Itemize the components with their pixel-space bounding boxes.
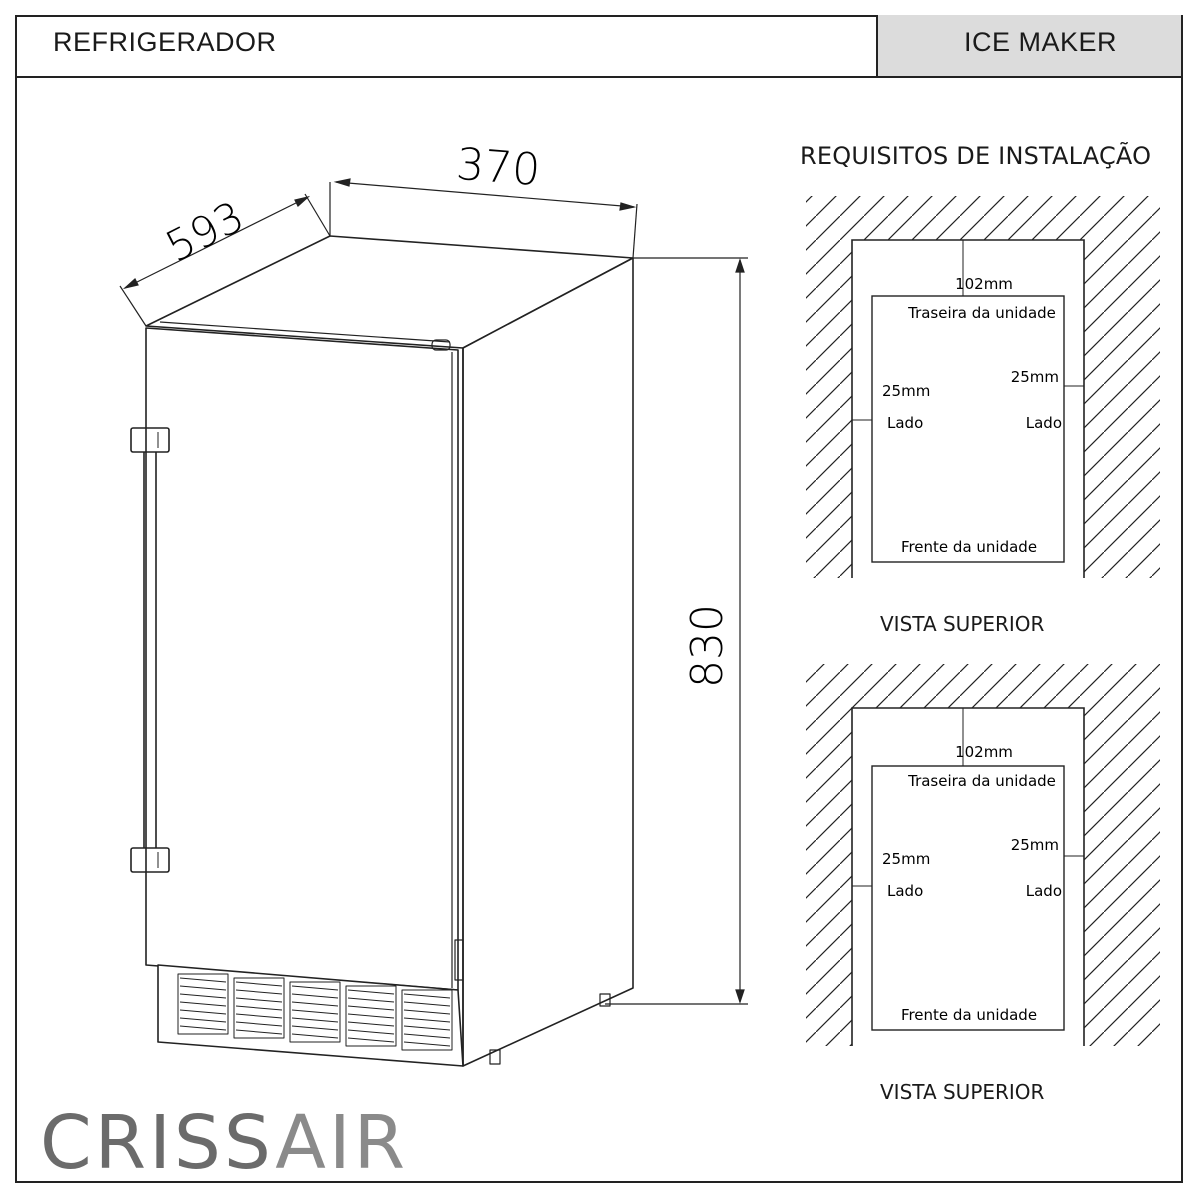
left-gap-label-1: 25mm [882, 382, 930, 400]
ice-maker-drawing [130, 235, 634, 1067]
unit-outline-2 [871, 765, 1065, 1031]
title-block: REFRIGERADOR ICE MAKER [15, 15, 1183, 78]
right-side-label-1: Lado [1026, 414, 1062, 432]
vent-grill [177, 973, 453, 1051]
category-title: REFRIGERADOR [53, 27, 277, 57]
back-label-2: Traseira da unidade [907, 772, 1056, 790]
width-dimension: 370 [454, 139, 542, 196]
top-view-1 [806, 196, 1160, 578]
top-view-caption-1: VISTA SUPERIOR [880, 612, 1045, 636]
right-side-label-2: Lado [1026, 882, 1062, 900]
left-gap-label-2: 25mm [882, 850, 930, 868]
top-view-2 [806, 664, 1160, 1046]
unit-outline-1 [871, 295, 1065, 563]
front-label-2: Frente da unidade [901, 1006, 1037, 1024]
brand-logo-part-b: AIR [275, 1100, 409, 1186]
drawing-frame [15, 15, 1183, 1183]
brand-logo-part-a: CRISS [40, 1100, 276, 1186]
door-handle [130, 427, 170, 873]
height-dimension: 830 [682, 604, 733, 688]
right-gap-label-2: 25mm [1011, 836, 1059, 854]
left-side-label-2: Lado [887, 882, 923, 900]
right-gap-label-1: 25mm [1011, 368, 1059, 386]
side-panel [462, 257, 634, 1067]
product-title-box: ICE MAKER [876, 15, 1181, 76]
dimension-lines [119, 178, 748, 1005]
front-label-1: Frente da unidade [901, 538, 1037, 556]
top-view-caption-2: VISTA SUPERIOR [880, 1080, 1045, 1104]
depth-dimension: 593 [158, 192, 252, 272]
front-door [145, 327, 459, 991]
left-side-label-1: Lado [887, 414, 923, 432]
back-label-1: Traseira da unidade [907, 304, 1056, 322]
product-title: ICE MAKER [964, 27, 1118, 57]
back-gap-label-1: 102mm [955, 275, 1013, 293]
requirements-title: REQUISITOS DE INSTALAÇÃO [800, 142, 1152, 170]
back-gap-label-2: 102mm [955, 743, 1013, 761]
brand-logo: CRISSAIR [40, 1106, 408, 1180]
